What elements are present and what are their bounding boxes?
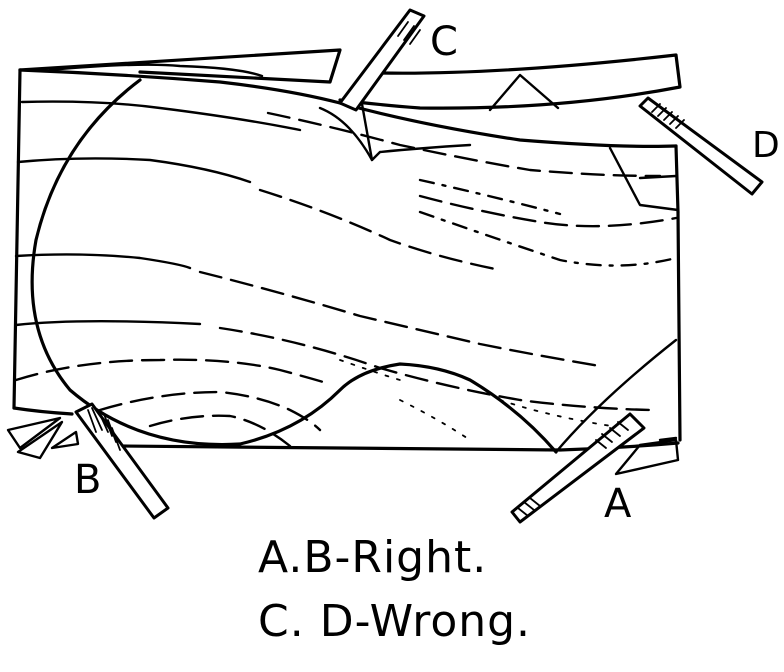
wood-block-outline: [12, 48, 682, 452]
label-d: D: [752, 125, 780, 166]
caption-line-wrong: C. D-Wrong.: [258, 596, 532, 647]
wood-grain-lines: [14, 100, 678, 448]
caption-line-right: A.B-Right.: [258, 532, 488, 583]
turned-profile: [30, 73, 680, 454]
label-a: A: [604, 481, 632, 527]
tool-d-wrong: [638, 96, 764, 196]
label-b: B: [74, 457, 102, 503]
label-c: C: [430, 19, 458, 65]
tool-b-right: [6, 402, 170, 520]
tool-c-wrong: [338, 8, 426, 112]
tool-a-right: [510, 412, 680, 524]
